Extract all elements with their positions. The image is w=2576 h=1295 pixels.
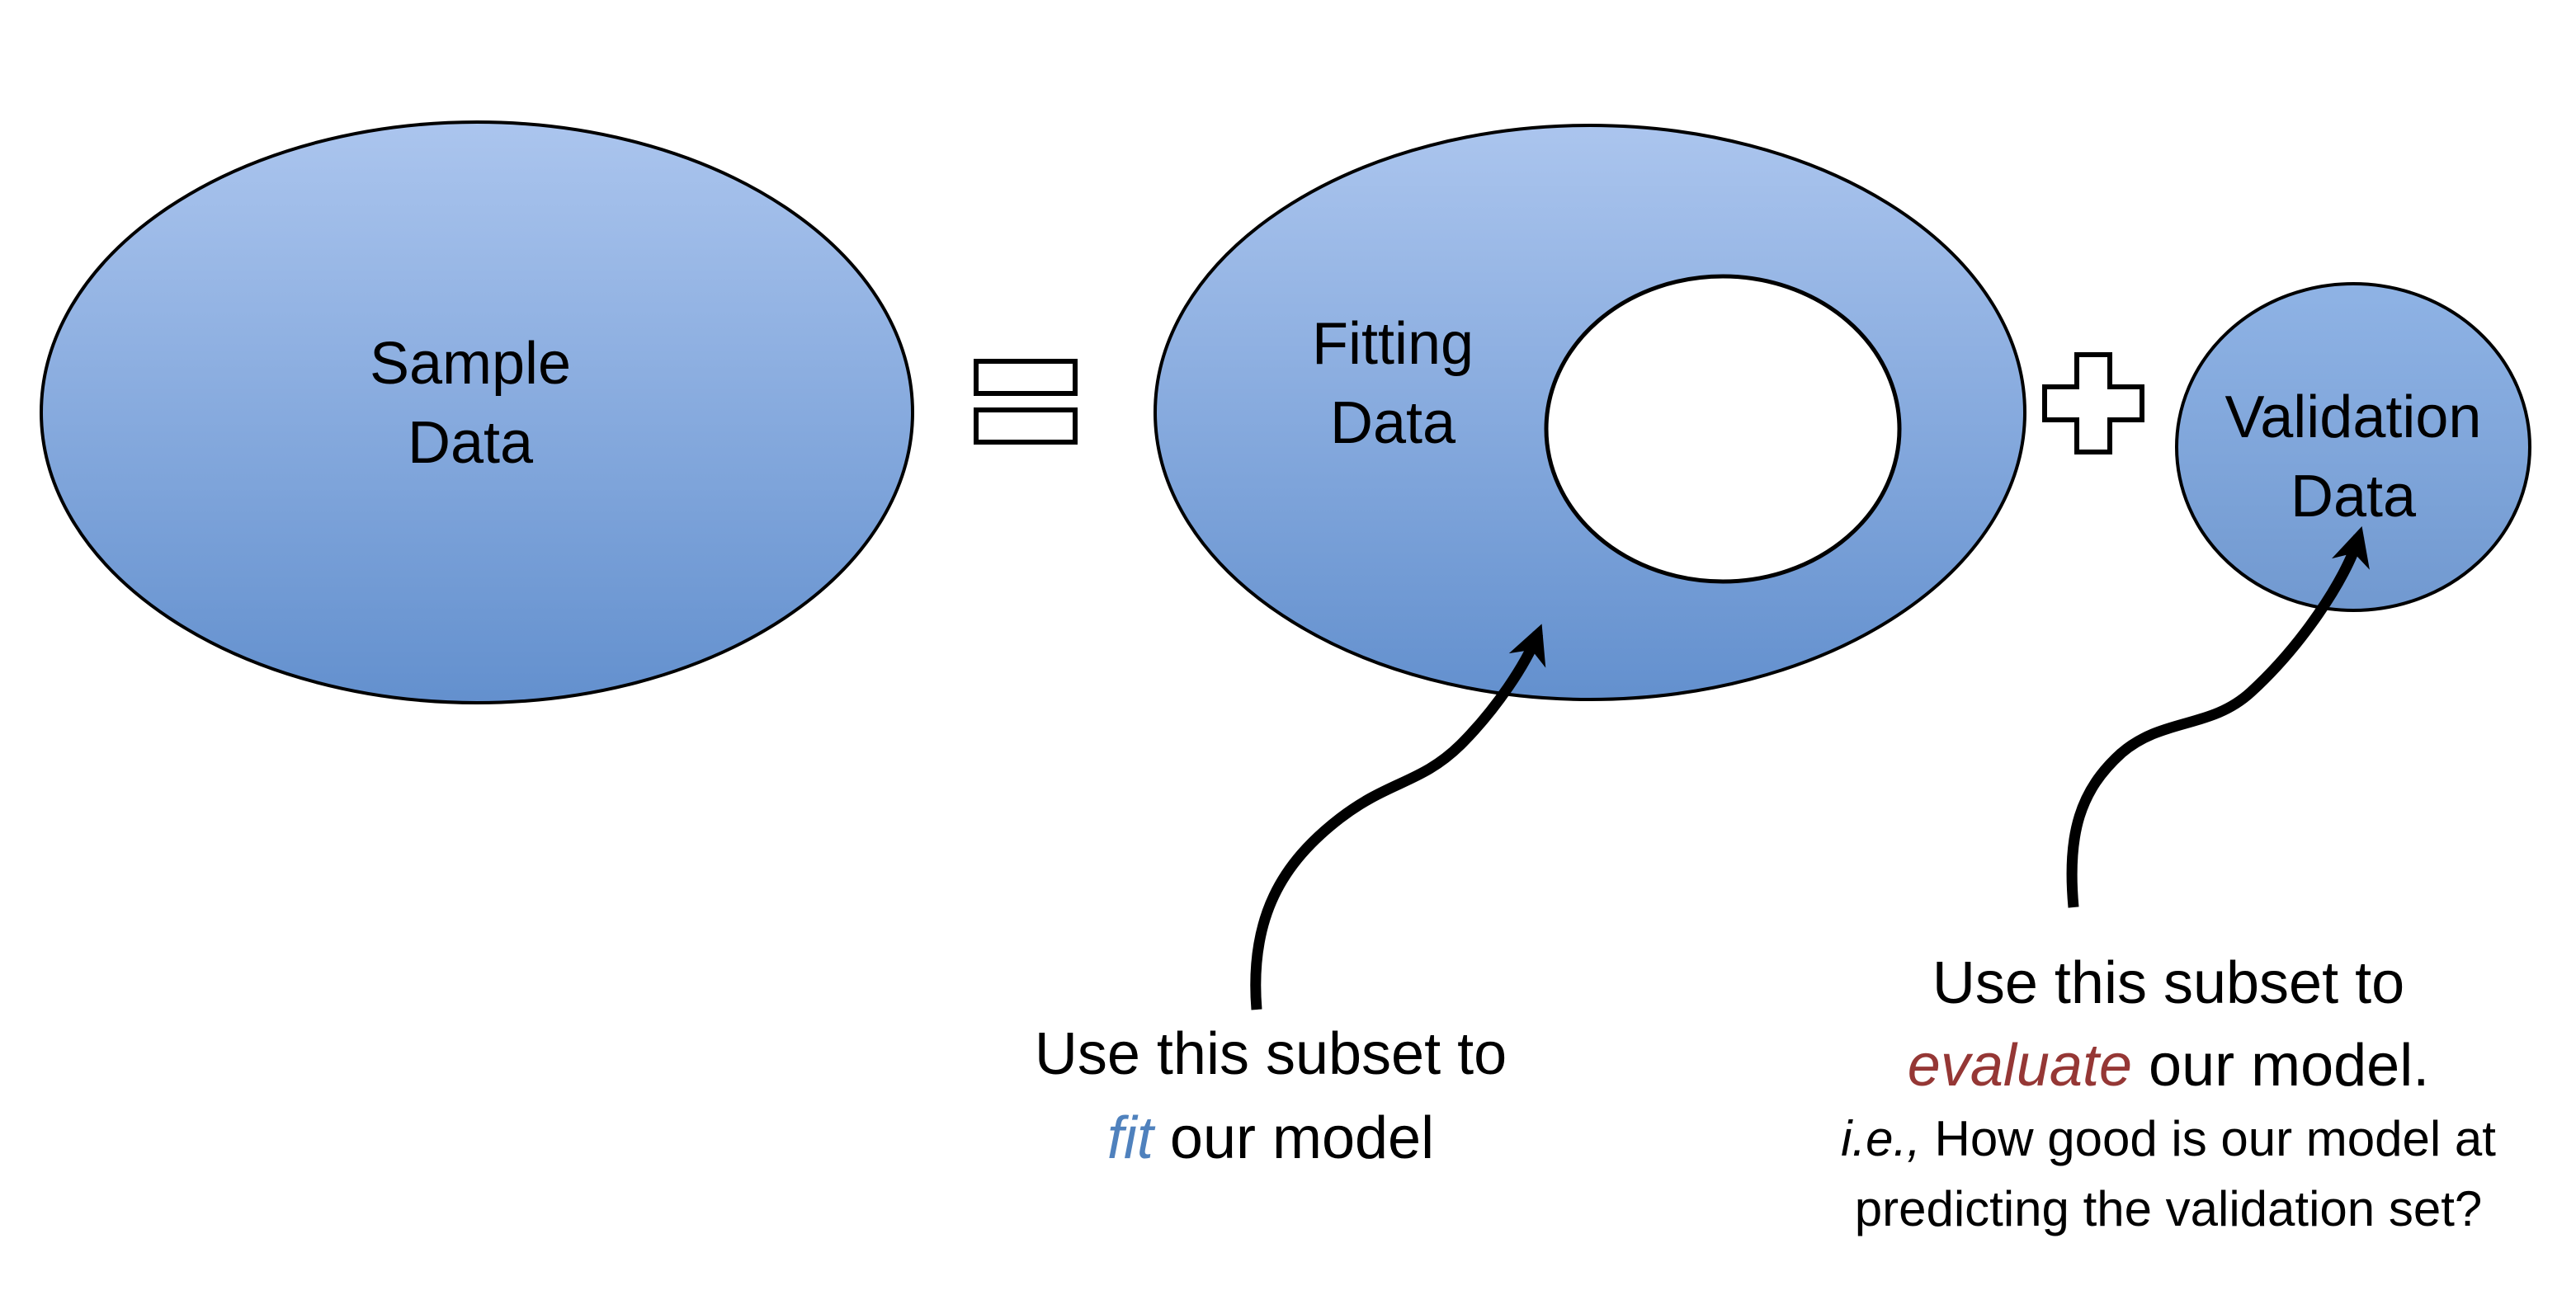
validation-data-circle	[2175, 282, 2531, 612]
sample-data-label-line2: Data	[407, 410, 534, 476]
sample-data-label: Sample Data	[370, 324, 571, 483]
fitting-data-label-line2: Data	[1329, 390, 1456, 456]
evaluate-note-line1: i.e., How good is our model at	[1841, 1104, 2496, 1174]
evaluate-accent-word: evaluate	[1907, 1033, 2133, 1099]
evaluate-note-line1-rest: How good is our model at	[1920, 1111, 2496, 1166]
fit-annotation: Use this subset to fit our model	[1035, 1012, 1507, 1180]
plus-icon	[2042, 352, 2144, 454]
evaluate-arrow-icon	[2066, 526, 2370, 908]
validation-data-label: Validation Data	[2225, 378, 2482, 536]
fitting-data-label: Fitting Data	[1312, 304, 1474, 463]
evaluate-note-line2: predicting the validation set?	[1854, 1181, 2483, 1236]
validation-data-label-line2: Data	[2290, 464, 2417, 530]
equals-icon	[974, 359, 1078, 445]
fit-annotation-line1: Use this subset to	[1034, 1021, 1507, 1087]
evaluate-annotation-line2: evaluate our model.	[1908, 1024, 2429, 1107]
validation-data-label-line1: Validation	[2225, 384, 2482, 450]
evaluate-annotation-note: i.e., How good is our model at predictin…	[1841, 1104, 2496, 1244]
sample-data-label-line1: Sample	[369, 331, 572, 397]
fit-annotation-line2: fit our model	[1035, 1096, 1507, 1180]
evaluate-note-ie: i.e.,	[1841, 1111, 1921, 1166]
sample-data-ellipse	[40, 120, 914, 704]
evaluate-annotation: Use this subset to evaluate our model.	[1908, 942, 2429, 1107]
fitting-data-label-line1: Fitting	[1311, 311, 1474, 377]
fit-accent-word: fit	[1106, 1105, 1154, 1171]
evaluate-annotation-line2-rest: our model.	[2132, 1033, 2430, 1099]
fit-arrow-icon	[1250, 624, 1546, 1010]
holdout-hole-ellipse	[1544, 274, 1902, 584]
evaluate-annotation-line1: Use this subset to	[1932, 950, 2405, 1016]
fit-annotation-line2-rest: our model	[1153, 1105, 1435, 1171]
